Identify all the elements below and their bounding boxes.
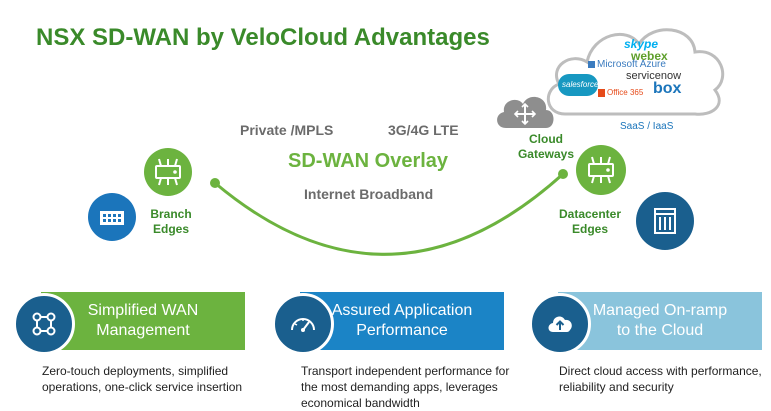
overlay-label: SD-WAN Overlay [288, 150, 449, 172]
card-assured-performance: Assured Application Performance [300, 292, 504, 350]
branch-site-node [88, 193, 136, 241]
network-nodes-icon [32, 312, 56, 336]
card-simplified-wan: Simplified WAN Management [41, 292, 245, 350]
transport-lte: 3G/4G LTE [388, 122, 459, 138]
cloud-upload-icon [548, 316, 572, 332]
office-icon [598, 88, 605, 97]
azure-label: Microsoft Azure [597, 59, 666, 70]
branch-edge-node [144, 148, 192, 196]
edge-router-icon [588, 156, 614, 184]
transport-mpls: Private /MPLS [240, 122, 334, 138]
card-title: Managed On-ramp to the Cloud [592, 302, 728, 339]
card-icon-circle [13, 293, 75, 355]
webex-logo: webex [631, 49, 668, 63]
card-description: Transport independent performance for th… [301, 364, 510, 410]
card-title: Simplified WAN Management [87, 302, 199, 339]
saas-iaas-label: SaaS / IaaS [620, 121, 674, 132]
card-icon-circle [272, 293, 334, 355]
page-title: NSX SD-WAN by VeloCloud Advantages [36, 24, 490, 51]
datacenter-site-node [636, 192, 694, 250]
card-title: Assured Application Performance [331, 302, 473, 339]
skype-logo: skype [624, 37, 659, 51]
edge-router-icon [155, 158, 181, 186]
cloud-gateway-icon [497, 96, 554, 128]
card-icon-circle [529, 293, 591, 355]
branch-building-icon [100, 211, 124, 225]
card-description: Zero-touch deployments, simplified opera… [42, 364, 243, 394]
windows-icon [588, 60, 595, 68]
branch-edges-label: Branch Edges [150, 207, 192, 236]
servicenow-logo: servicenow [626, 70, 682, 82]
datacenter-edge-node [576, 145, 626, 195]
cloud-gateways-label: Cloud Gateways [517, 132, 575, 161]
salesforce-logo: salesforce [562, 80, 599, 89]
card-managed-onramp: Managed On-ramp to the Cloud [558, 292, 762, 350]
card-description: Direct cloud access with performance, re… [559, 364, 762, 394]
box-logo: box [653, 80, 682, 97]
office365-label: Office 365 [607, 88, 644, 97]
office365-logo: Office 365 [598, 88, 643, 97]
salesforce-badge [558, 74, 598, 96]
datacenter-edges-label: Datacenter Edges [558, 207, 622, 236]
speedometer-icon [291, 318, 315, 332]
transport-broadband: Internet Broadband [304, 186, 434, 202]
datacenter-building-icon [654, 208, 676, 234]
azure-logo: Microsoft Azure [588, 59, 666, 70]
